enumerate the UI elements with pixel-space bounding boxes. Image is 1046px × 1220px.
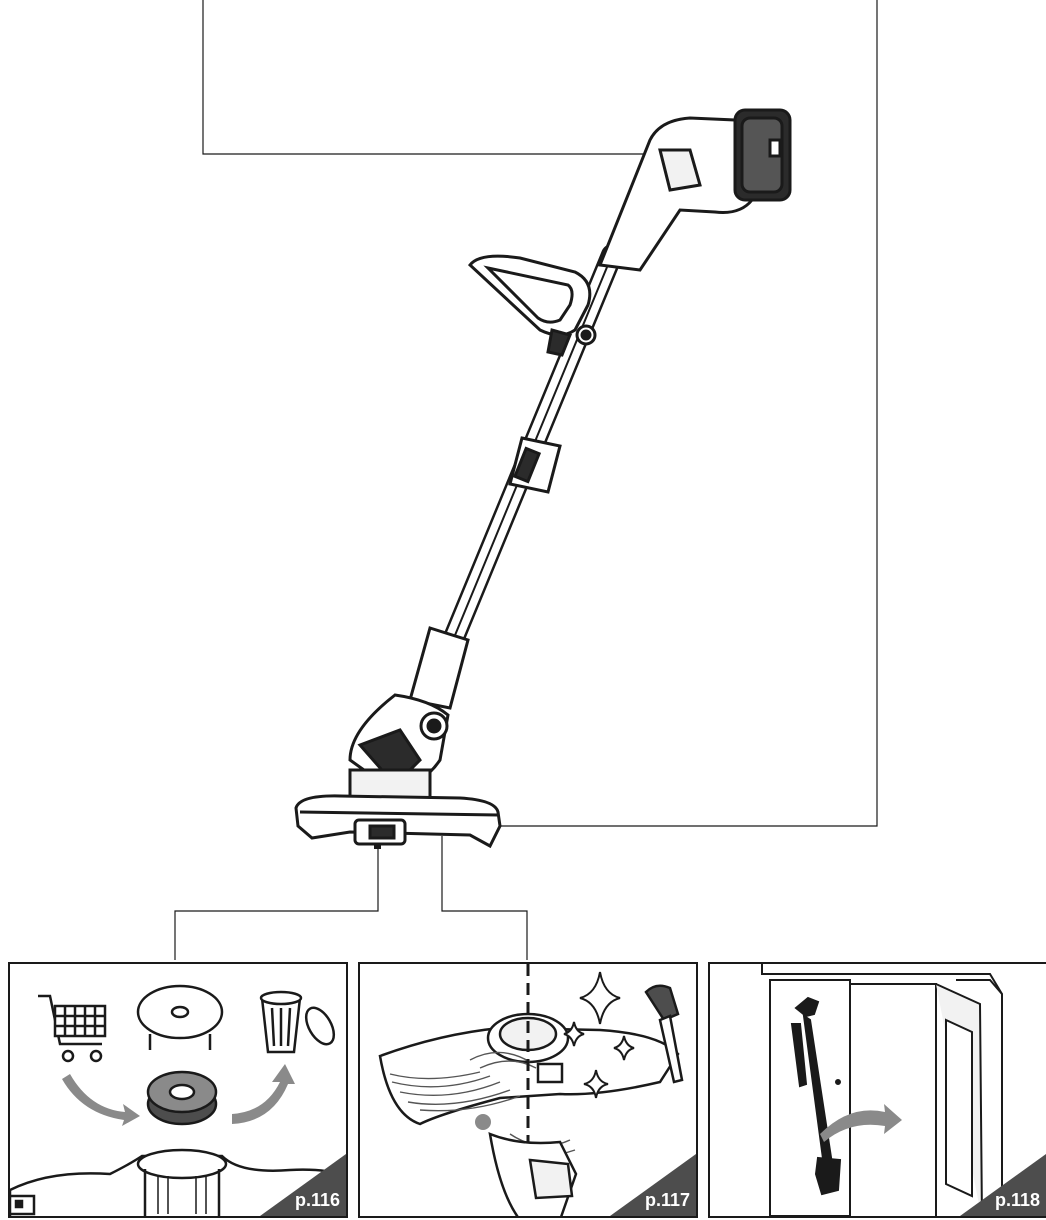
telescopic-collar: [508, 436, 562, 494]
brush-icon: [644, 984, 684, 1084]
stored-trimmer: [790, 996, 842, 1196]
arrow-in-icon: [62, 1074, 140, 1126]
spool-icon: [146, 1070, 218, 1126]
storage-illustration: [761, 964, 1003, 1216]
sparkle-icon: [563, 971, 635, 1099]
guard-underside: [378, 1012, 680, 1126]
arrow-out-icon: [232, 1064, 295, 1124]
motor-head: [348, 626, 470, 802]
guard-cleaning-illustration: [378, 964, 684, 1216]
leader-lines: [174, 0, 878, 960]
debris: [475, 1114, 491, 1130]
panel-guard-cleaning: p.117: [358, 962, 698, 1218]
auxiliary-handle: [467, 254, 597, 357]
spool-cap-icon: [136, 984, 224, 1050]
arrow-icon: [820, 1104, 902, 1142]
panel-spool-replacement: p.116: [8, 962, 348, 1218]
page-badge: p.118: [960, 1154, 1046, 1216]
trimmer-illustration: [174, 0, 878, 960]
main-handle: [597, 108, 792, 272]
page-ref-label: p.116: [294, 1190, 340, 1210]
motor-housing: [488, 1132, 578, 1216]
page-badge: p.117: [610, 1154, 696, 1216]
page-ref-label: p.118: [994, 1190, 1040, 1210]
trash-can-icon: [259, 990, 336, 1054]
page-ref-label: p.117: [644, 1190, 690, 1210]
cart-icon: [38, 994, 107, 1063]
cabinet: [761, 964, 1003, 1216]
cutting-guard: [294, 794, 502, 849]
panel-storage: p.118: [708, 962, 1046, 1218]
page-badge: p.116: [260, 1154, 346, 1216]
